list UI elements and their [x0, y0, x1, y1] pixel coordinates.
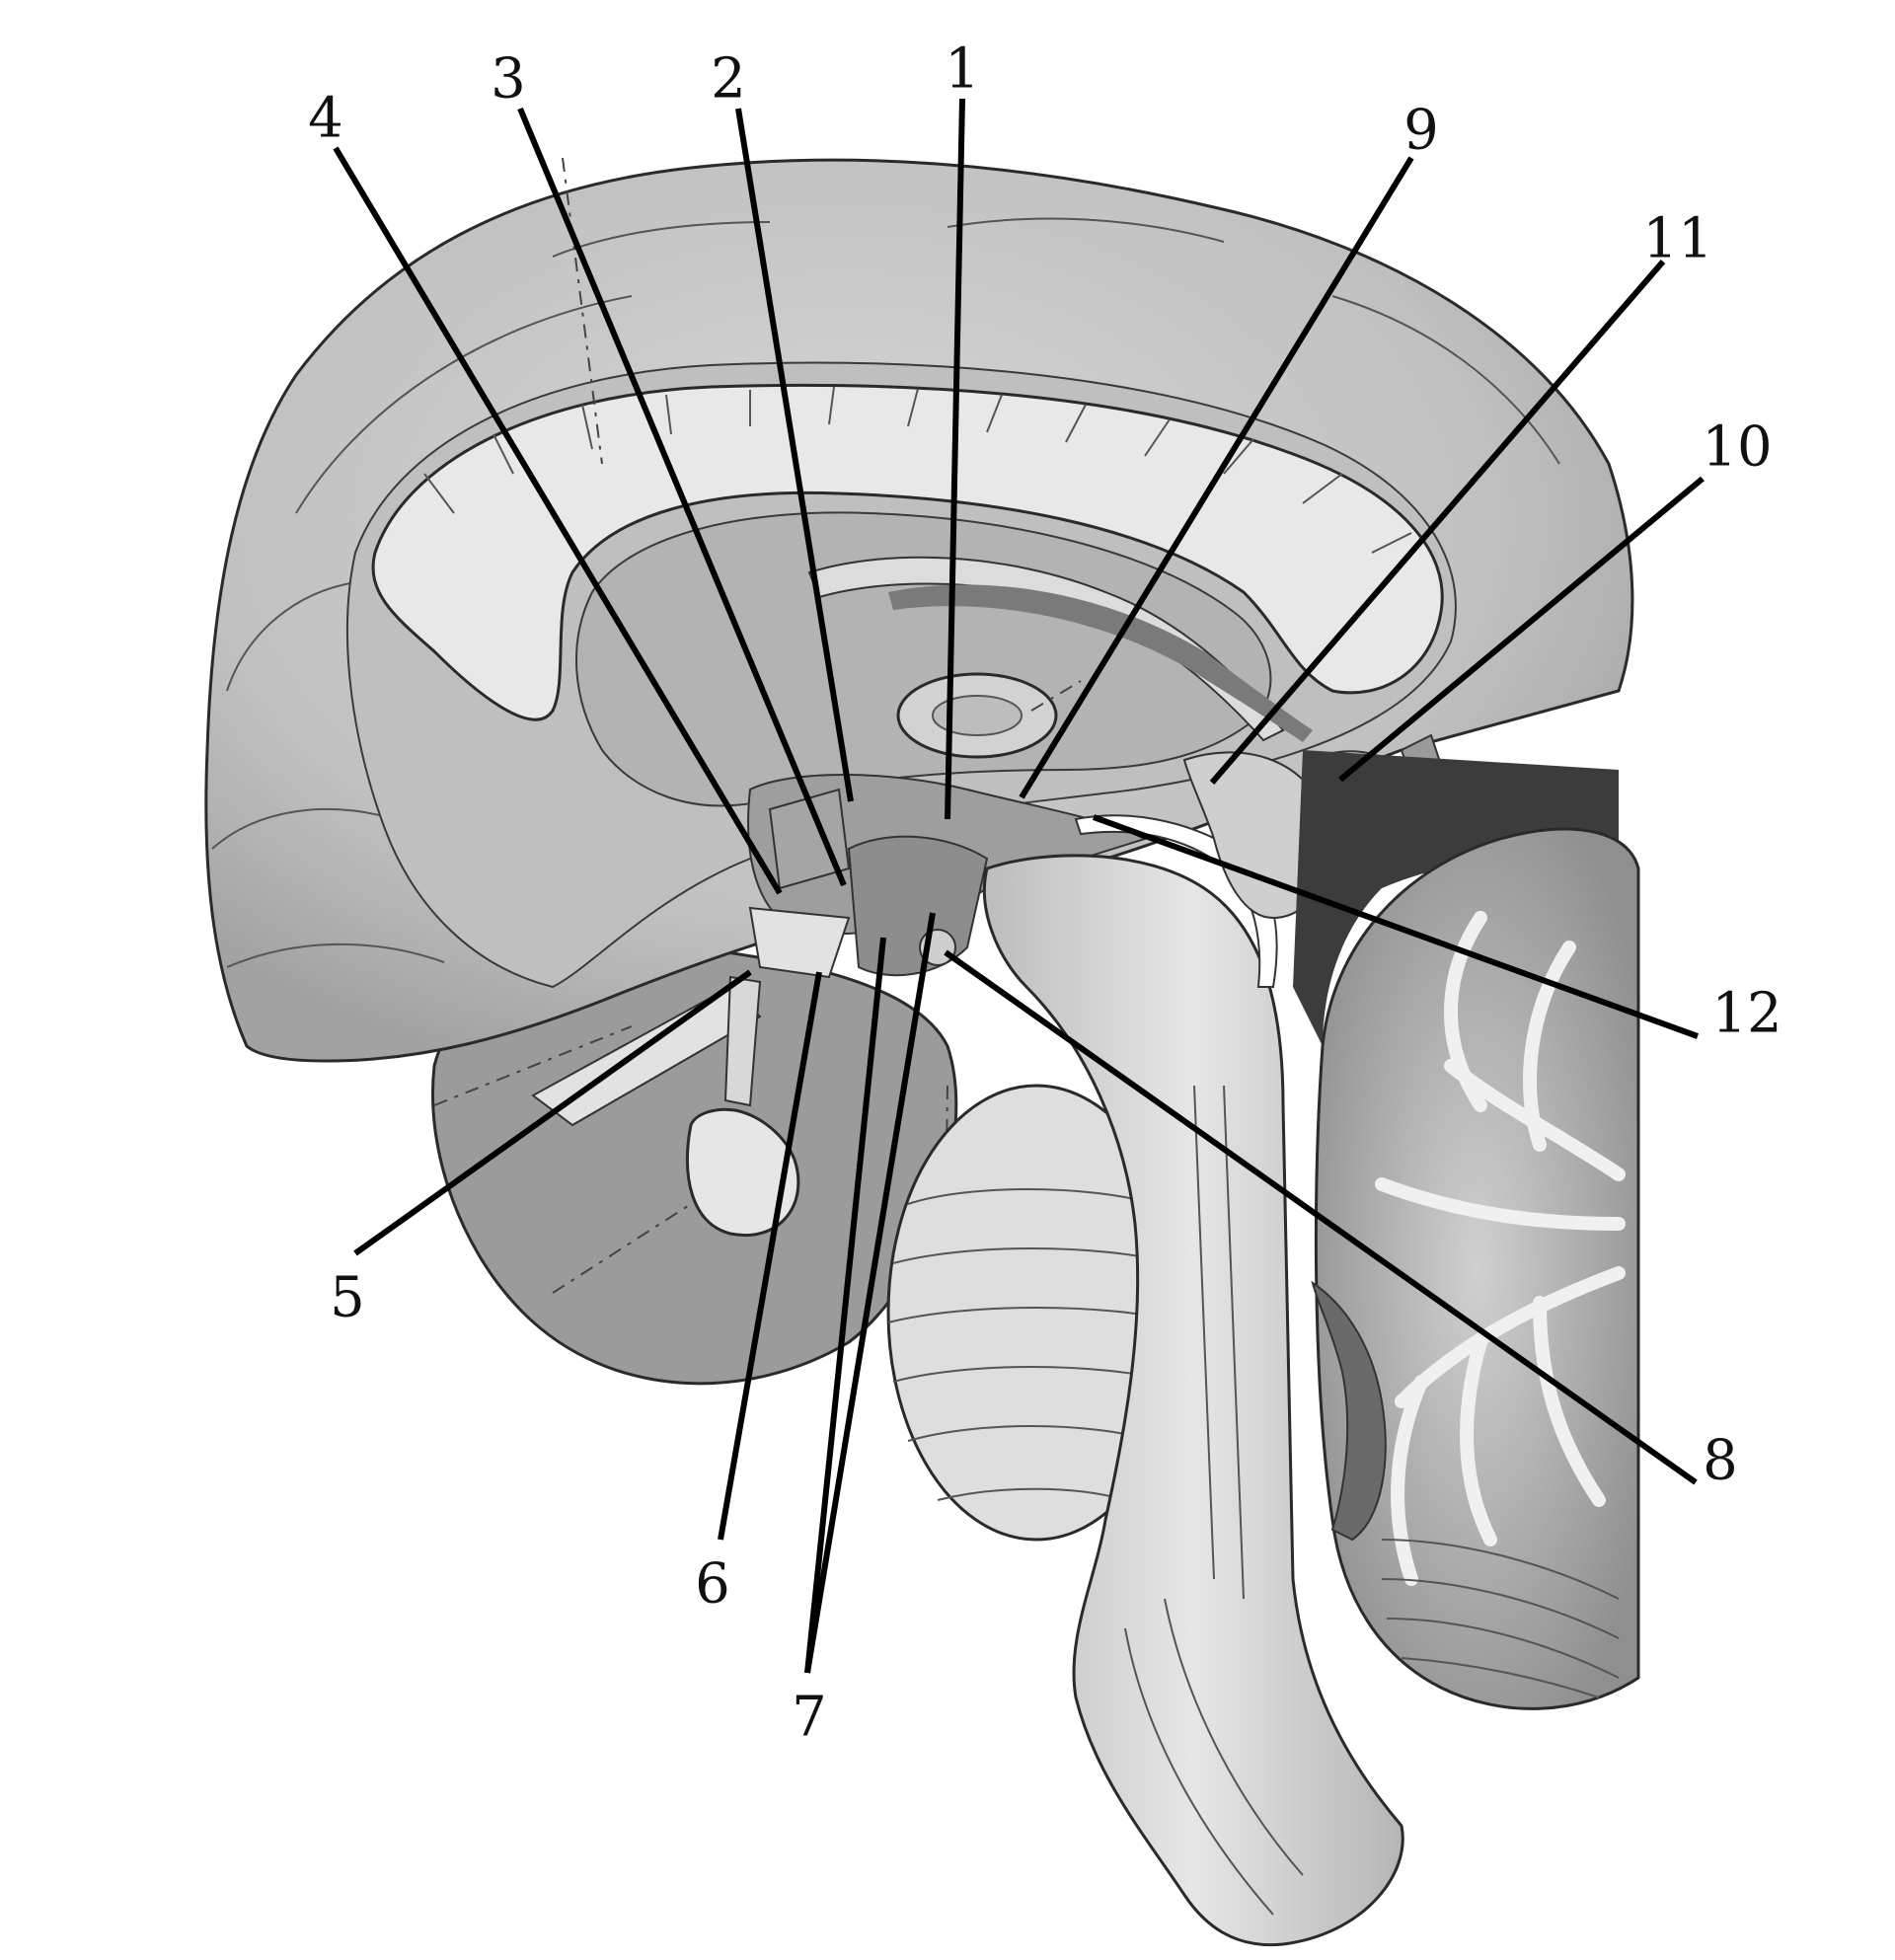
label-12: 12: [1711, 982, 1781, 1046]
label-6: 6: [695, 1552, 730, 1617]
leader-line-2: [735, 108, 854, 802]
number-labels: 1 2 3 4 5 6 7 8 9 10 11 12: [308, 38, 1781, 1750]
leader-lines: [333, 98, 1705, 1674]
leader-line-4: [333, 146, 783, 895]
corpus-callosum: [371, 383, 1444, 721]
label-4: 4: [308, 87, 343, 151]
brainstem: [982, 854, 1404, 1947]
leader-line-11: [1209, 260, 1666, 785]
pituitary-gland: [685, 1107, 800, 1237]
label-3: 3: [491, 47, 526, 112]
choroid-plexus: [888, 584, 1313, 742]
lateral-ventricle: [574, 511, 1272, 807]
leader-line-1: [945, 98, 965, 820]
leader-line-12: [1092, 814, 1700, 1039]
label-7: 7: [792, 1686, 827, 1750]
label-1: 1: [945, 38, 980, 102]
quadrigeminal-cistern: [1293, 750, 1619, 1046]
label-9: 9: [1403, 99, 1439, 163]
leader-line-9: [1019, 156, 1414, 799]
leader-line-6: [718, 971, 822, 1541]
leader-line-7b: [804, 912, 936, 1674]
optic-chiasm: [531, 985, 762, 1127]
tectal-plate: [1182, 751, 1330, 920]
hypothalamus: [847, 835, 989, 977]
optic-recess: [748, 906, 851, 979]
leader-line-3: [517, 107, 847, 887]
fourth-ventricle: [1311, 1280, 1387, 1542]
leader-line-7a: [804, 937, 886, 1674]
leader-line-5: [353, 969, 752, 1256]
label-10: 10: [1702, 415, 1772, 480]
infundibulum: [723, 975, 762, 1107]
leader-line-8: [944, 949, 1698, 1485]
label-2: 2: [711, 47, 746, 112]
label-8: 8: [1703, 1429, 1738, 1493]
anterior-commissure: [768, 788, 851, 890]
leader-line-10: [1338, 476, 1705, 783]
cerebellum: [1314, 827, 1640, 1710]
brain-illustration: [204, 157, 1640, 1947]
label-11: 11: [1642, 207, 1712, 271]
label-5: 5: [330, 1266, 365, 1330]
